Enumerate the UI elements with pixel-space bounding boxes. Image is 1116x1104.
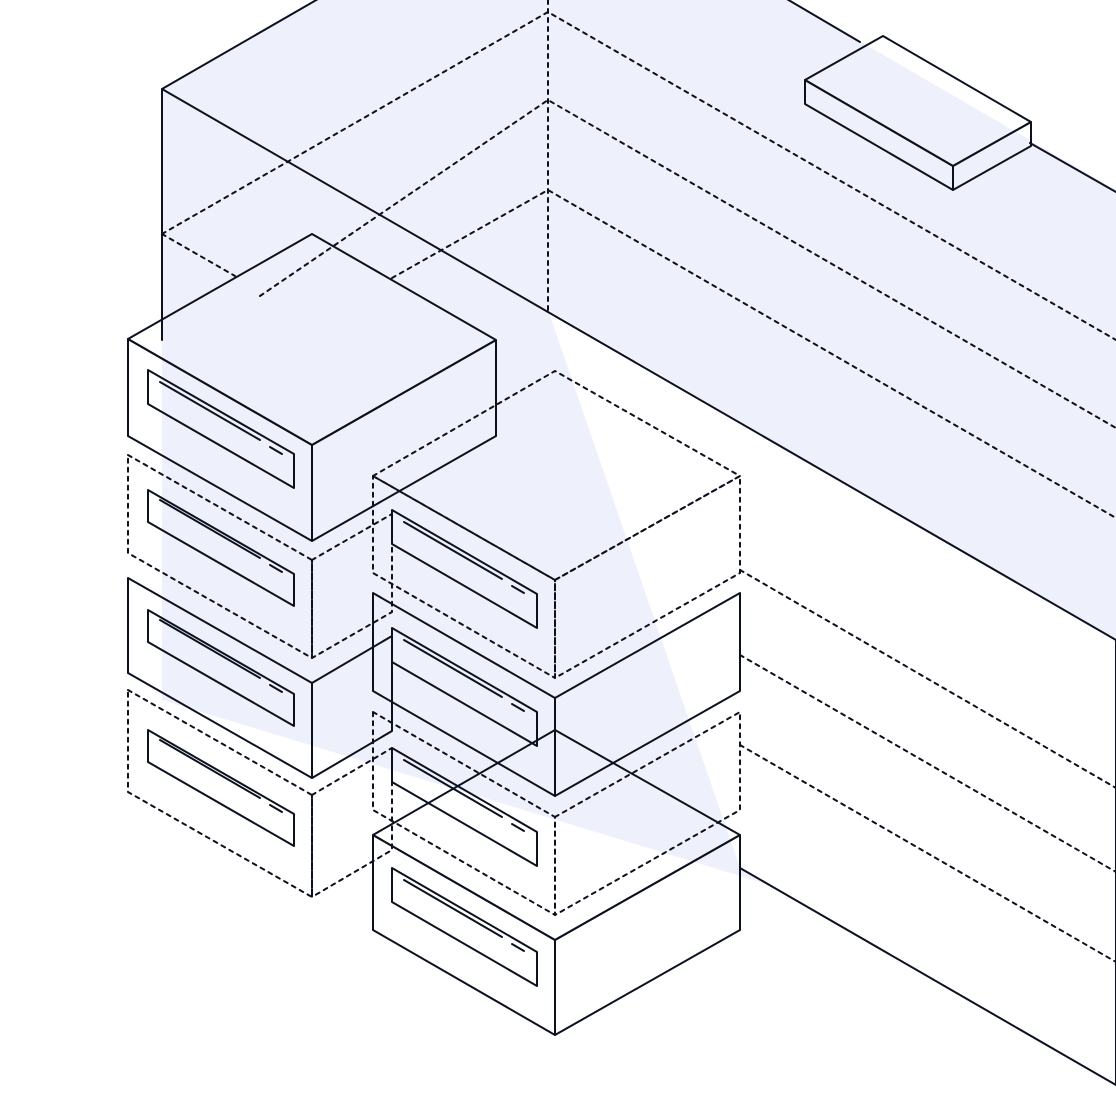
server-unit-icon [372,711,741,916]
rack-cabinet-icon [161,0,1116,1086]
server-unit-icon [372,729,741,1036]
rack-top-module-icon [804,35,1032,191]
server-unit-icon [372,592,741,797]
server-unit-icon [372,370,741,679]
server-unit-icon [127,233,497,542]
server-unit-icon [127,454,393,659]
server-unit-icon [127,689,393,898]
server-unit-icon [127,577,393,779]
rack-top-face [162,0,1116,640]
server-stack-icon [372,370,741,1036]
server-stack-icon [127,233,497,898]
